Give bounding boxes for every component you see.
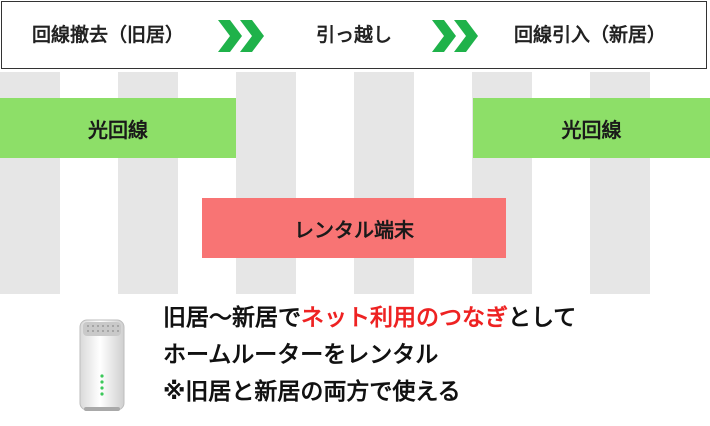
- caption-highlight: ネット利用のつなぎ: [301, 305, 508, 331]
- fiber-line-old-bar: 光回線: [0, 98, 236, 158]
- caption-text: として: [508, 305, 577, 331]
- caption-line-1: 旧居〜新居でネット利用のつなぎとして: [163, 300, 576, 337]
- caption: 旧居〜新居でネット利用のつなぎとして ホームルーターをレンタル ※旧居と新居の両…: [163, 300, 576, 411]
- caption-text: 旧居〜新居で: [163, 305, 301, 331]
- rental-device-bar: レンタル端末: [202, 198, 506, 258]
- fiber-line-new-bar: 光回線: [473, 98, 710, 158]
- double-chevron-right-icon: [218, 20, 264, 52]
- caption-line-3: ※旧居と新居の両方で使える: [163, 379, 461, 405]
- timeline-header: 回線撤去（旧居） 引っ越し 回線引入（新居）: [1, 1, 707, 69]
- rental-device-label: レンタル端末: [294, 217, 414, 242]
- caption-line-2: ホームルーターをレンタル: [163, 342, 439, 368]
- timeline-stripe: [236, 72, 296, 294]
- fiber-line-label: 光回線: [561, 117, 622, 142]
- step-install-new-line: 回線引入（新居）: [514, 24, 667, 46]
- double-chevron-right-icon: [432, 20, 478, 52]
- home-router-icon: [79, 319, 125, 411]
- step-move: 引っ越し: [316, 24, 393, 46]
- timeline-stripe: [354, 72, 414, 294]
- step-remove-old-line: 回線撤去（旧居）: [32, 24, 185, 46]
- fiber-line-label: 光回線: [88, 117, 148, 142]
